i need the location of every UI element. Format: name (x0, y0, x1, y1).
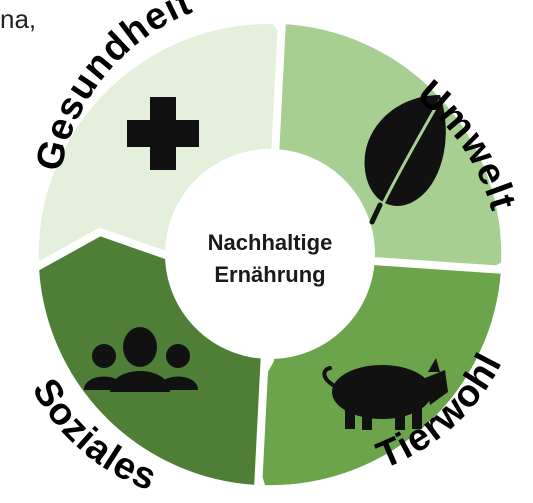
text-fragment: na, (0, 4, 37, 34)
leaf-icon (364, 95, 446, 225)
people-icon (84, 327, 198, 392)
center-title-line2: Ernährung (214, 262, 325, 287)
cross-icon (127, 97, 199, 170)
pig-icon (322, 358, 448, 430)
center-circle (165, 149, 375, 359)
center-title-line1: Nachhaltige (208, 230, 333, 255)
